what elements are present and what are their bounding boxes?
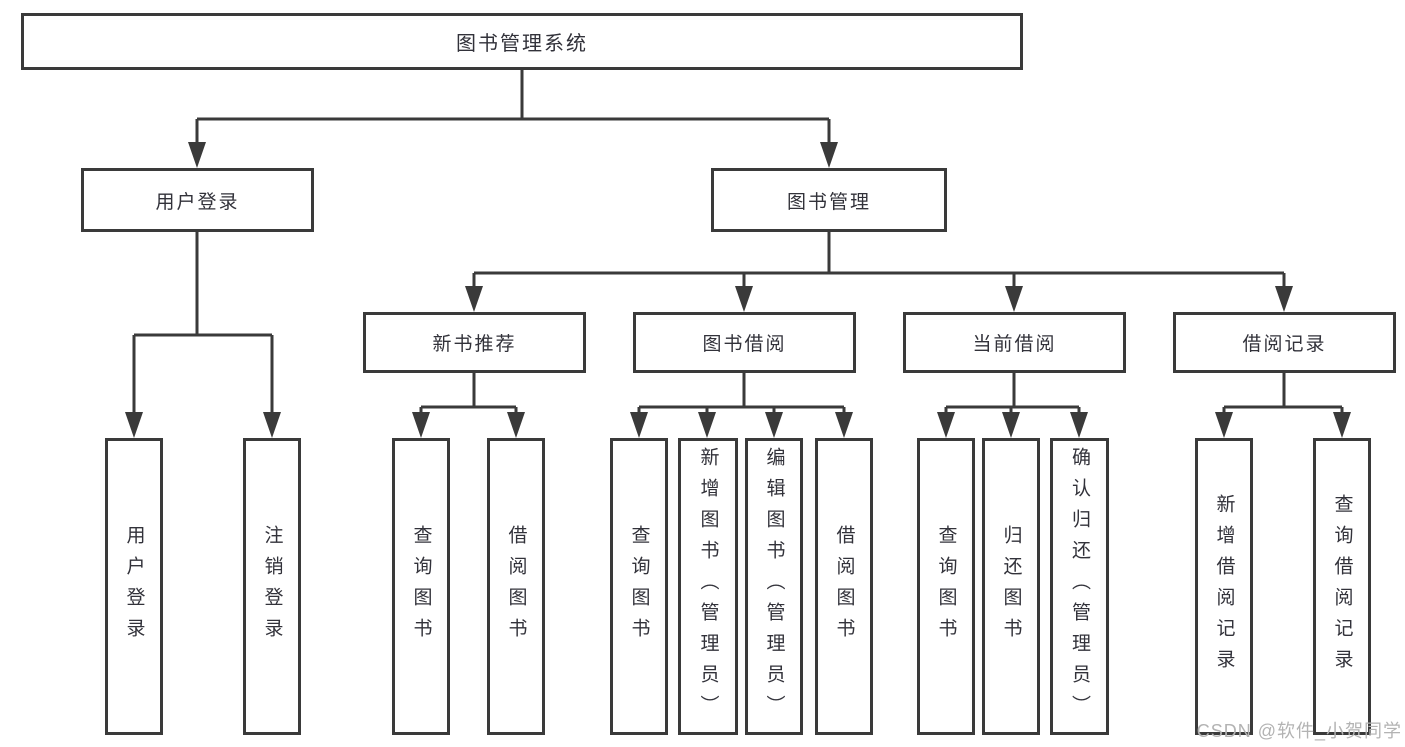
node-book-borrowing: 图书借阅 — [633, 312, 856, 373]
node-label: 新增图书（管理员） — [697, 447, 719, 726]
node-root-system: 图书管理系统 — [21, 13, 1023, 70]
leaf-query-borrow-record: 查询借阅记录 — [1313, 438, 1371, 735]
node-new-book-recommend: 新书推荐 — [363, 312, 586, 373]
node-label: 查询图书 — [410, 524, 432, 649]
leaf-add-borrow-record: 新增借阅记录 — [1195, 438, 1253, 735]
node-label: 查询图书 — [628, 524, 650, 649]
node-label: 查询图书 — [935, 524, 957, 649]
node-label: 当前借阅 — [972, 334, 1057, 355]
leaf-return-books: 归还图书 — [982, 438, 1040, 735]
node-label: 图书管理系统 — [456, 33, 588, 55]
node-label: 归还图书 — [1000, 524, 1022, 649]
leaf-borrow-books-borrowing: 借阅图书 — [815, 438, 873, 735]
csdn-watermark: CSDN @软件_小贺同学 — [1196, 721, 1402, 741]
arrowheads — [125, 142, 1351, 438]
leaf-edit-books-admin: 编辑图书（管理员） — [745, 438, 803, 735]
node-book-management: 图书管理 — [711, 168, 947, 232]
node-label: 新书推荐 — [432, 334, 517, 355]
leaf-query-books-current: 查询图书 — [917, 438, 975, 735]
node-label: 借阅记录 — [1242, 334, 1327, 355]
node-label: 图书借阅 — [702, 334, 787, 355]
node-current-borrowing: 当前借阅 — [903, 312, 1126, 373]
node-label: 图书管理 — [786, 191, 871, 213]
node-label: 用户登录 — [155, 191, 240, 213]
node-label: 用户登录 — [123, 524, 145, 649]
node-label: 借阅图书 — [505, 524, 527, 649]
leaf-user-login: 用户登录 — [105, 438, 163, 735]
node-user-login: 用户登录 — [81, 168, 314, 232]
node-borrowing-records: 借阅记录 — [1173, 312, 1396, 373]
node-label: 查询借阅记录 — [1331, 493, 1353, 680]
leaf-add-books-admin: 新增图书（管理员） — [678, 438, 738, 735]
leaf-query-books-recommend: 查询图书 — [392, 438, 450, 735]
node-label: 借阅图书 — [833, 524, 855, 649]
node-label: 确认归还（管理员） — [1069, 447, 1090, 726]
leaf-query-books-borrowing: 查询图书 — [610, 438, 668, 735]
leaf-confirm-return-admin: 确认归还（管理员） — [1050, 438, 1109, 735]
leaf-logout: 注销登录 — [243, 438, 301, 735]
node-label: 编辑图书（管理员） — [763, 447, 785, 726]
node-label: 注销登录 — [261, 524, 283, 649]
node-label: 新增借阅记录 — [1213, 493, 1235, 680]
leaf-borrow-books-recommend: 借阅图书 — [487, 438, 545, 735]
